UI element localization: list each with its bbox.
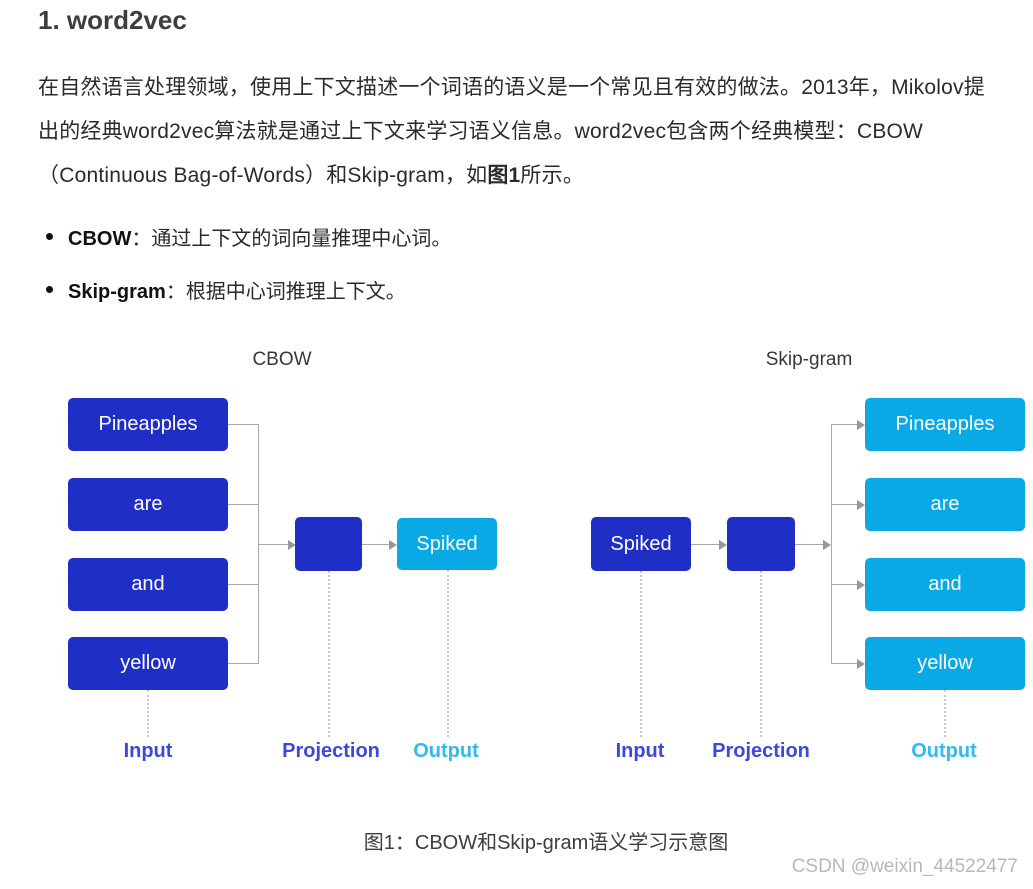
list-item-separator: ： bbox=[131, 228, 152, 250]
arrow-icon bbox=[857, 420, 865, 430]
connector-line bbox=[228, 584, 258, 585]
cbow-input-word-box: Pineapples bbox=[68, 398, 228, 451]
dotted-connector bbox=[640, 571, 642, 737]
figure-reference: 图1 bbox=[487, 164, 521, 187]
cbow-input-word-box: and bbox=[68, 558, 228, 611]
connector-line bbox=[258, 544, 288, 545]
bullet-marker bbox=[46, 233, 53, 240]
connector-line bbox=[831, 504, 857, 505]
arrow-icon bbox=[719, 540, 727, 550]
page-title: 1. word2vec bbox=[38, 5, 187, 35]
connector-line bbox=[831, 424, 832, 664]
arrow-icon bbox=[857, 500, 865, 510]
skipgram-projection-label: Projection bbox=[712, 740, 810, 762]
arrow-icon bbox=[389, 540, 397, 550]
arrow-icon bbox=[823, 540, 831, 550]
skipgram-output-word-box: yellow bbox=[865, 637, 1025, 690]
skipgram-output-label: Output bbox=[911, 740, 977, 762]
csdn-watermark: CSDN @weixin_44522477 bbox=[791, 856, 1018, 877]
cbow-projection-label: Projection bbox=[282, 740, 380, 762]
dotted-connector bbox=[147, 690, 149, 737]
paragraph-line-2: 出的经典word2vec算法就是通过上下文来学习语义信息。word2vec包含两… bbox=[38, 120, 924, 143]
dotted-connector bbox=[760, 571, 762, 737]
skipgram-input-label: Input bbox=[615, 740, 665, 762]
list-item-term: Skip-gram bbox=[68, 281, 166, 303]
skipgram-projection-box bbox=[727, 517, 795, 571]
cbow-input-word-box: yellow bbox=[68, 637, 228, 690]
list-item-separator: ： bbox=[165, 281, 186, 303]
list-item-cbow: CBOW：通过上下文的词向量推理中心词。 bbox=[68, 222, 451, 251]
list-item-text: 根据中心词推理上下文。 bbox=[185, 281, 406, 303]
skipgram-input-word-box: Spiked bbox=[591, 517, 691, 571]
skipgram-output-word-box: and bbox=[865, 558, 1025, 611]
arrow-icon bbox=[857, 659, 865, 669]
cbow-projection-box bbox=[295, 517, 362, 571]
list-item-skipgram: Skip-gram：根据中心词推理上下文。 bbox=[68, 275, 406, 304]
list-item-text: 通过上下文的词向量推理中心词。 bbox=[151, 228, 452, 250]
skipgram-diagram-title: Skip-gram bbox=[765, 349, 853, 370]
cbow-output-label: Output bbox=[413, 740, 479, 762]
paragraph-line-3-tail: 所示。 bbox=[520, 164, 585, 187]
paragraph-line-3: （Continuous Bag-of-Words）和Skip-gram，如图1所… bbox=[38, 159, 584, 189]
figure-caption: 图1：CBOW和Skip-gram语义学习示意图 bbox=[363, 832, 729, 854]
connector-line bbox=[362, 544, 389, 545]
connector-line bbox=[831, 584, 857, 585]
dotted-connector bbox=[328, 571, 330, 737]
cbow-input-word-box: are bbox=[68, 478, 228, 531]
connector-line bbox=[228, 504, 258, 505]
paragraph-line-3-text: （Continuous Bag-of-Words）和Skip-gram，如 bbox=[38, 164, 488, 187]
dotted-connector bbox=[447, 570, 449, 737]
connector-line bbox=[795, 544, 823, 545]
arrow-icon bbox=[857, 580, 865, 590]
connector-line bbox=[831, 424, 857, 425]
connector-line bbox=[691, 544, 719, 545]
list-item-term: CBOW bbox=[68, 228, 132, 250]
dotted-connector bbox=[944, 690, 946, 737]
word2vec-figure: CBOW Skip-gram Pineapples are and yellow… bbox=[0, 340, 1033, 785]
skipgram-output-word-box: are bbox=[865, 478, 1025, 531]
connector-line bbox=[228, 424, 258, 425]
bullet-marker bbox=[46, 286, 53, 293]
paragraph-line-1: 在自然语言处理领域，使用上下文描述一个词语的语义是一个常见且有效的做法。2013… bbox=[38, 76, 985, 99]
cbow-output-word-box: Spiked bbox=[397, 518, 497, 570]
arrow-icon bbox=[288, 540, 296, 550]
cbow-input-label: Input bbox=[123, 740, 173, 762]
connector-line bbox=[228, 663, 258, 664]
skipgram-output-word-box: Pineapples bbox=[865, 398, 1025, 451]
cbow-diagram-title: CBOW bbox=[252, 349, 312, 370]
connector-line bbox=[831, 663, 857, 664]
